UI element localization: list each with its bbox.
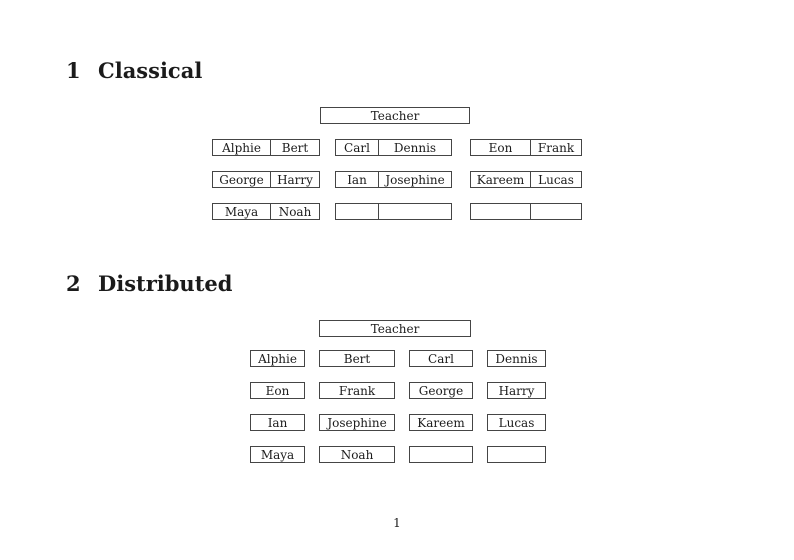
section-heading-distributed: 2 Distributed — [66, 273, 232, 294]
seat-left — [336, 204, 379, 219]
seat-box: Ian — [250, 414, 305, 431]
seat-right: Dennis — [393, 140, 437, 155]
seat-box: Maya — [250, 446, 305, 463]
seat-right: Noah — [278, 204, 312, 219]
seat-box: George — [409, 382, 473, 399]
seat-right — [379, 204, 451, 219]
seat-right: Lucas — [538, 172, 574, 187]
section-title: Classical — [98, 58, 203, 83]
desk-empty — [470, 203, 582, 220]
seat-left: Eon — [471, 140, 531, 155]
seat-box: Bert — [319, 350, 395, 367]
seat-left: Alphie — [213, 140, 271, 155]
desk: George Harry — [212, 171, 320, 188]
seat-right: Frank — [537, 140, 575, 155]
teacher-label: Teacher — [370, 321, 420, 336]
section-number: 2 — [66, 271, 81, 296]
seat-box: Alphie — [250, 350, 305, 367]
seat-box-empty — [487, 446, 546, 463]
desk: Eon Frank — [470, 139, 582, 156]
teacher-box: Teacher — [320, 107, 470, 124]
seat-box: Carl — [409, 350, 473, 367]
seat-left: George — [213, 172, 271, 187]
desk: Carl Dennis — [335, 139, 452, 156]
seat-left: Kareem — [471, 172, 531, 187]
desk: Maya Noah — [212, 203, 320, 220]
section-heading-classical: 1 Classical — [66, 60, 202, 81]
seat-box: Frank — [319, 382, 395, 399]
seat-right: Josephine — [385, 172, 445, 187]
seat-right: Bert — [281, 140, 309, 155]
seat-left — [471, 204, 531, 219]
seat-box: Noah — [319, 446, 395, 463]
seat-box: Dennis — [487, 350, 546, 367]
seat-right — [531, 204, 581, 219]
page-number: 1 — [393, 516, 401, 530]
seat-box: Eon — [250, 382, 305, 399]
seat-box: Harry — [487, 382, 546, 399]
section-title: Distributed — [98, 271, 233, 296]
seat-left: Carl — [336, 140, 379, 155]
seat-box: Lucas — [487, 414, 546, 431]
teacher-box: Teacher — [319, 320, 471, 337]
desk-empty — [335, 203, 452, 220]
teacher-label: Teacher — [370, 108, 420, 123]
seat-box: Kareem — [409, 414, 473, 431]
seat-box: Josephine — [319, 414, 395, 431]
section-number: 1 — [66, 58, 81, 83]
seat-left: Maya — [213, 204, 271, 219]
desk: Ian Josephine — [335, 171, 452, 188]
seat-right: Harry — [277, 172, 313, 187]
seat-box-empty — [409, 446, 473, 463]
seat-left: Ian — [336, 172, 379, 187]
desk: Kareem Lucas — [470, 171, 582, 188]
desk: Alphie Bert — [212, 139, 320, 156]
